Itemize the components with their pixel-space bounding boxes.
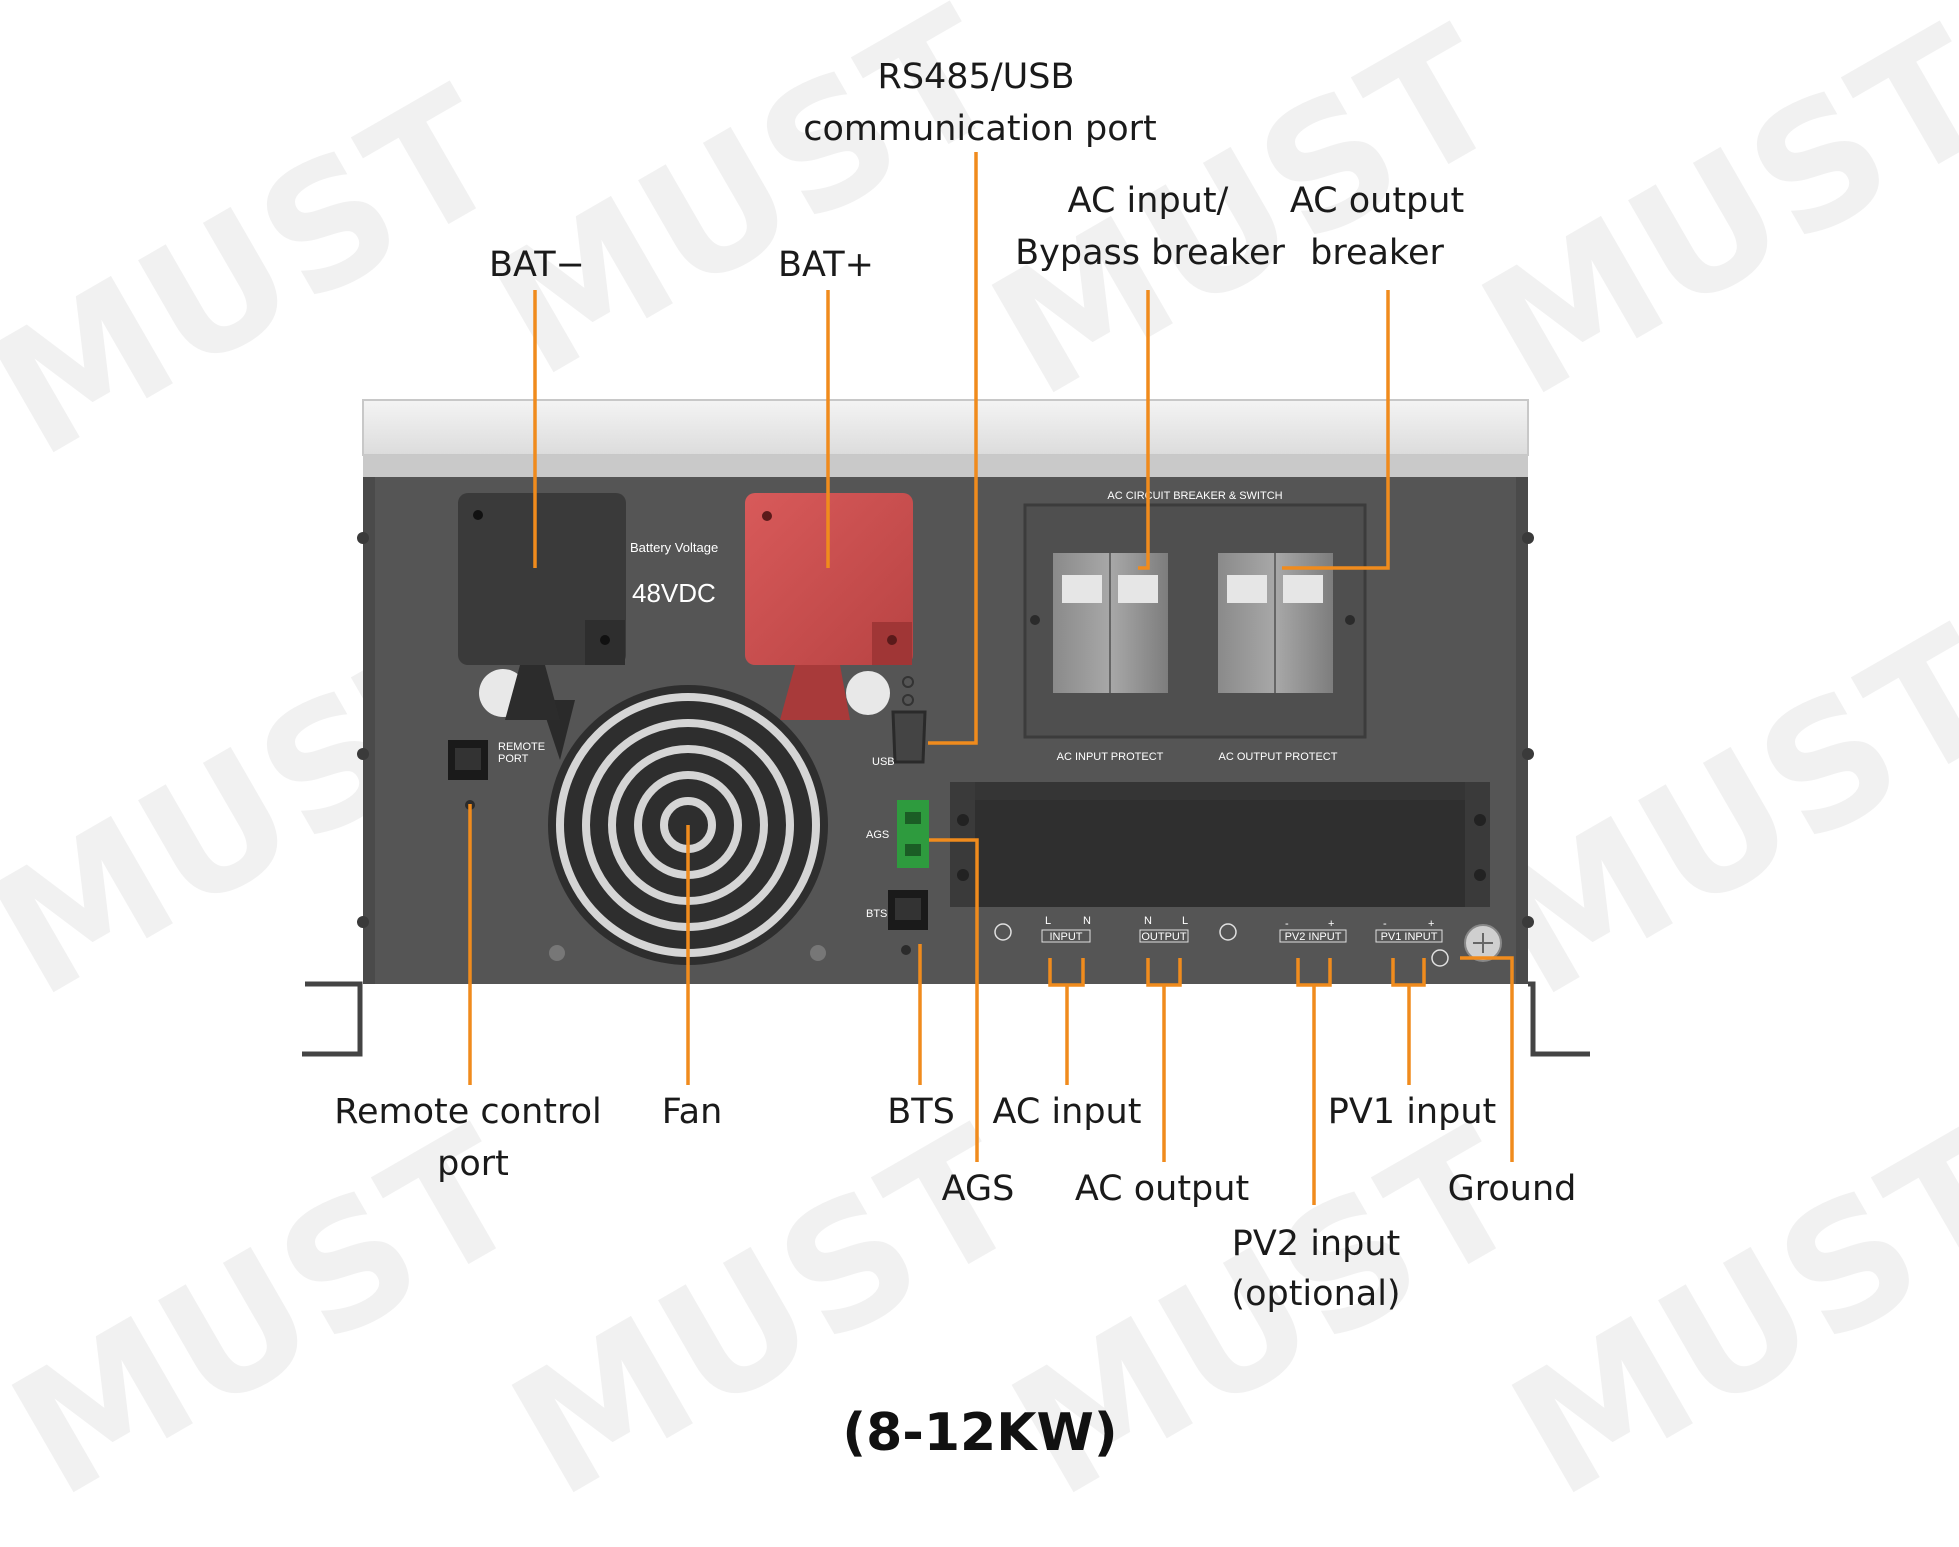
leader-rs485 [928, 152, 978, 745]
label-ac-output-breaker-line1: AC output [1290, 181, 1464, 221]
usb-port[interactable]: USB [872, 676, 927, 768]
label-bat-minus: BAT− [489, 245, 585, 285]
bat-plus-terminal[interactable] [745, 493, 913, 720]
leader-ac-input-breaker [1138, 290, 1150, 570]
label-ac-output: AC output [1075, 1169, 1249, 1209]
label-remote-line1: Remote control [334, 1092, 602, 1132]
ac-breaker-panel: AC CIRCUIT BREAKER & SWITCH AC INPUT PRO… [1023, 490, 1367, 763]
battery-voltage-value: 48VDC [632, 578, 716, 608]
label-fan: Fan [662, 1092, 723, 1132]
ac-input-n: N [1083, 915, 1091, 927]
callout-labels: RS485/USB communication port BAT− BAT+ A… [334, 57, 1576, 1314]
ac-output-l: L [1182, 915, 1188, 927]
pv2-minus: - [1285, 918, 1289, 930]
watermark: MUST [1482, 1091, 1959, 1535]
label-remote-line2: port [437, 1144, 509, 1184]
label-ac-input-breaker-line2: Bypass breaker [1015, 233, 1285, 273]
ac-output-n: N [1144, 915, 1152, 927]
ac-input-l: L [1045, 915, 1051, 927]
ac-output-breaker[interactable] [1218, 553, 1333, 693]
ac-output-terminal-label: OUTPUT [1141, 931, 1187, 943]
battery-voltage-label: Battery Voltage [630, 540, 718, 555]
watermark: MUST [1462, 591, 1959, 1035]
usb-label: USB [872, 756, 895, 768]
watermark: MUST [1452, 0, 1959, 436]
label-bts: BTS [887, 1092, 955, 1132]
label-pv2-line1: PV2 input [1232, 1224, 1400, 1264]
terminal-labels: L N INPUT N L OUTPUT - + PV2 INPUT - + P… [994, 915, 1502, 967]
leader-ac-output-breaker [1282, 290, 1390, 570]
ac-input-breaker[interactable] [1053, 553, 1168, 693]
left-mount-foot [302, 981, 363, 1057]
watermark: MUST [482, 1091, 1054, 1535]
top-cover [362, 399, 1529, 456]
label-pv2-line2: (optional) [1231, 1274, 1400, 1314]
breaker-panel-title: AC CIRCUIT BREAKER & SWITCH [1107, 490, 1282, 502]
label-rs485-line1: RS485/USB [878, 57, 1075, 97]
pv2-terminal-label: PV2 INPUT [1285, 931, 1342, 943]
ac-input-protect-label: AC INPUT PROTECT [1057, 751, 1164, 763]
pv1-plus: + [1428, 918, 1434, 930]
terminal-cover [950, 782, 1490, 907]
ac-input-terminal-label: INPUT [1050, 931, 1083, 943]
leader-ground [1460, 956, 1514, 1162]
ags-label: AGS [866, 829, 889, 841]
leader-ags [929, 838, 979, 1162]
pv1-minus: - [1383, 918, 1387, 930]
label-pv1-input: PV1 input [1328, 1092, 1496, 1132]
pv1-terminal-label: PV1 INPUT [1381, 931, 1438, 943]
model-caption: (8-12KW) [842, 1403, 1117, 1463]
remote-port-label-2: PORT [498, 753, 529, 765]
right-mount-foot [1528, 981, 1590, 1057]
bat-minus-terminal[interactable] [458, 493, 626, 760]
ground-terminal[interactable] [1431, 924, 1502, 967]
remote-control-port[interactable]: REMOTE PORT [448, 740, 545, 810]
label-ac-output-breaker-line2: breaker [1310, 233, 1444, 273]
ac-output-protect-label: AC OUTPUT PROTECT [1219, 751, 1338, 763]
label-ac-input-breaker-line1: AC input/ [1068, 181, 1229, 221]
ags-connector[interactable]: AGS [866, 800, 929, 868]
inverter-body: Battery Voltage 48VDC AC CIRCUIT BREAKER… [302, 399, 1590, 1057]
leader-lines [468, 152, 1514, 1205]
bts-port[interactable]: BTS [866, 890, 928, 955]
bts-label: BTS [866, 908, 887, 920]
label-ac-input: AC input [993, 1092, 1142, 1132]
pv2-plus: + [1328, 918, 1334, 930]
label-bat-plus: BAT+ [778, 245, 874, 285]
label-ground: Ground [1448, 1169, 1577, 1209]
remote-port-label-1: REMOTE [498, 741, 545, 753]
label-rs485-line2: communication port [803, 109, 1157, 149]
label-ags: AGS [942, 1169, 1015, 1209]
